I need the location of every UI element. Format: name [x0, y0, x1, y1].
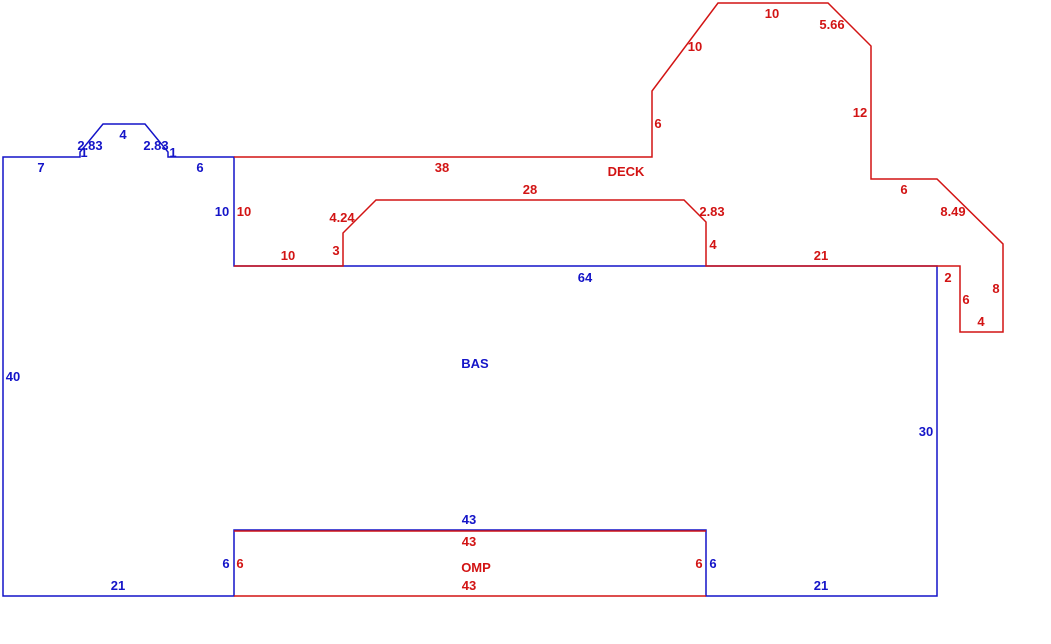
dim-bump-left-tick: 1	[80, 145, 87, 160]
dim-deck-tail-inner: 6	[962, 292, 969, 307]
dim-deck-upper-diag: 10	[688, 39, 702, 54]
dim-bump-top: 4	[119, 127, 127, 142]
dim-deck-rise: 6	[654, 116, 661, 131]
dim-deck-lower-diag: 8.49	[940, 204, 965, 219]
dim-deck-notch-right-vertical: 4	[709, 237, 717, 252]
dim-bas-right: 30	[919, 424, 933, 439]
dim-bas-omp-left: 6	[222, 556, 229, 571]
dim-deck-tail-top: 2	[944, 270, 951, 285]
dim-deck-notch-right-diag: 2.83	[699, 204, 724, 219]
dim-bas-omp-top: 43	[462, 512, 476, 527]
deck-outline	[234, 2, 1004, 333]
dim-deck-notch-left-diag: 4.24	[329, 210, 355, 225]
dim-bump-right-diag: 2.83	[143, 138, 168, 153]
dim-deck-bottom-right: 21	[814, 248, 828, 263]
area-label-bas: BAS	[461, 356, 489, 371]
dim-bas-left: 40	[6, 369, 20, 384]
dim-omp-right: 6	[695, 556, 702, 571]
dim-bump-left-diag: 2.83	[77, 138, 102, 153]
dim-bas-middle: 64	[578, 270, 593, 285]
dim-deck-peak-diag: 5.66	[819, 17, 844, 32]
dim-omp-top: 43	[462, 534, 476, 549]
dim-bas-inner-vertical: 10	[215, 204, 229, 219]
dim-deck-right-vertical: 12	[853, 105, 867, 120]
dim-deck-left-vertical: 10	[237, 204, 251, 219]
dim-deck-tail-bottom: 4	[977, 314, 985, 329]
dim-deck-notch-top: 28	[523, 182, 537, 197]
dim-bump-right-tick: 1	[169, 145, 176, 160]
dim-bas-top-left: 7	[37, 160, 44, 175]
dim-deck-notch-left-vertical: 3	[332, 243, 339, 258]
dim-deck-tail-right: 8	[992, 281, 999, 296]
dim-bas-omp-right: 6	[709, 556, 716, 571]
dim-deck-bottom-short: 10	[281, 248, 295, 263]
dim-bas-top-right-step: 6	[196, 160, 203, 175]
dim-deck-peak: 10	[765, 6, 779, 21]
dim-bas-bottom-right: 21	[814, 578, 828, 593]
area-label-omp: OMP	[461, 560, 491, 575]
dim-deck-top-long: 38	[435, 160, 449, 175]
area-label-deck: DECK	[608, 164, 645, 179]
dim-deck-shelf: 6	[900, 182, 907, 197]
dim-omp-left: 6	[236, 556, 243, 571]
dim-omp-bottom: 43	[462, 578, 476, 593]
dim-bas-bottom-left: 21	[111, 578, 125, 593]
